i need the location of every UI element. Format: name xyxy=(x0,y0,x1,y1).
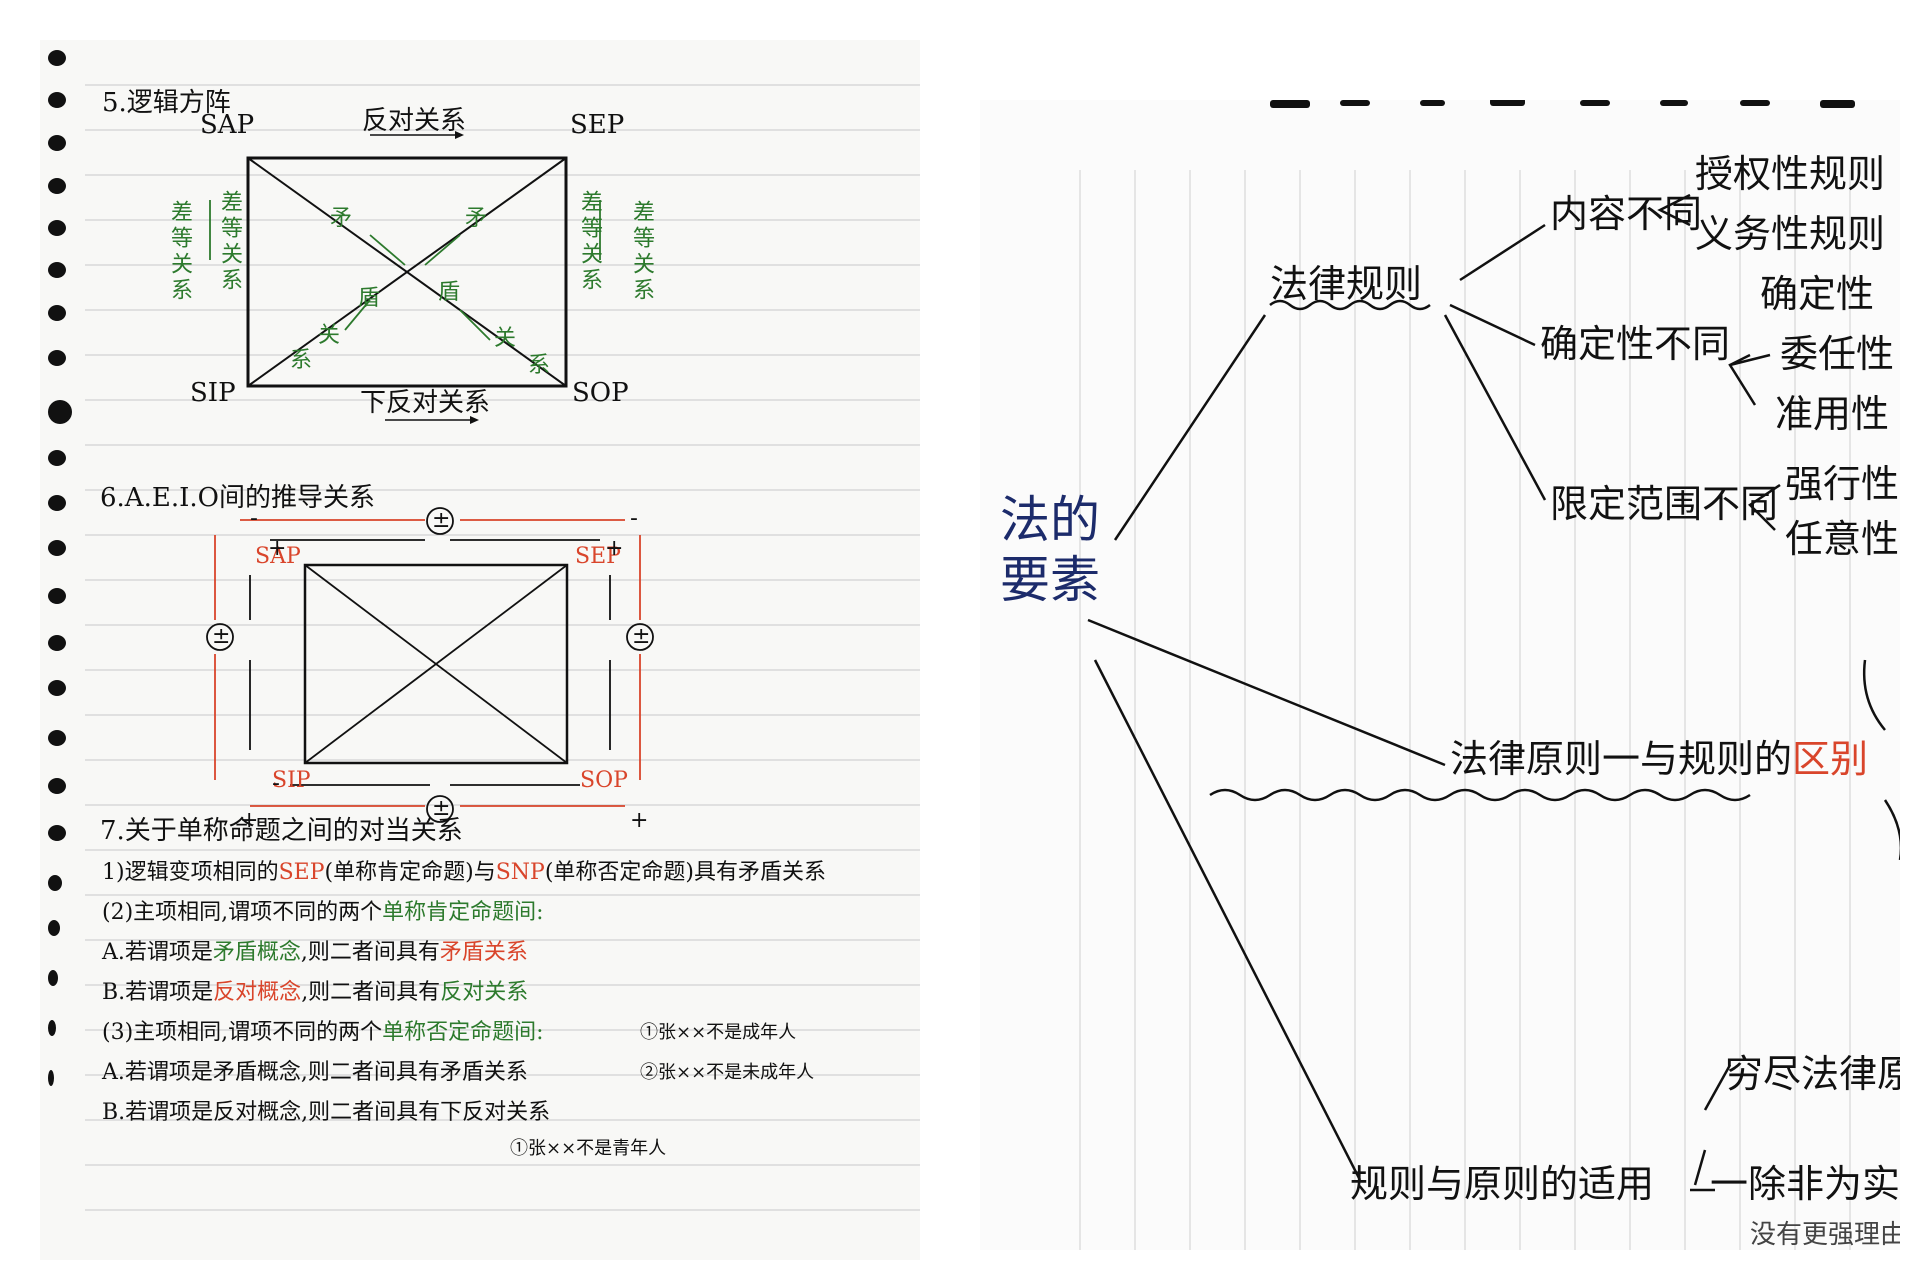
leaf-quasi: 准用性 xyxy=(1775,392,1890,436)
sec7-line3: A.若谓项是矛盾概念,则二者间具有矛盾关系 xyxy=(102,940,528,965)
sign-minus-tr: - xyxy=(630,506,638,531)
diag-label-guan-2: 关 xyxy=(494,326,517,351)
contrary-label: 反对关系 xyxy=(362,106,467,136)
sec7-side-note-2: ②张××不是未成年人 xyxy=(640,1062,815,1083)
corner-sip: SIP xyxy=(190,378,236,408)
corner2-sip: SIP xyxy=(272,768,311,793)
left-subaltern-a: 差等关系 xyxy=(167,200,192,304)
node-scope-diff: 限定范围不同 xyxy=(1550,482,1779,526)
corner2-sep: SEP xyxy=(575,544,621,569)
sec7-side-note-3: ①张××不是青年人 xyxy=(510,1138,667,1159)
sign-minus-tl: - xyxy=(250,506,258,531)
sec7-line7: B.若谓项是反对概念,则二者间具有下反对关系 xyxy=(102,1100,551,1125)
left-subaltern-b: 差等关系 xyxy=(217,190,242,294)
diag-label-dun-1: 盾 xyxy=(358,286,381,311)
leaf-authorizing: 授权性规则 xyxy=(1695,152,1886,196)
diag-label-guan-1: 关 xyxy=(318,323,341,348)
pm-left: ± xyxy=(212,624,231,649)
inference-square-diagram xyxy=(206,507,654,823)
pm-bottom: ± xyxy=(432,796,451,821)
section6-title: 6.A.E.I.O间的推导关系 xyxy=(100,483,375,513)
node-legal-rules: 法律规则 xyxy=(1270,262,1423,306)
sec7-line2: (2)主项相同,谓项不同的两个单称肯定命题间: xyxy=(102,900,544,925)
leaf-mandatory: 强行性 xyxy=(1785,462,1900,506)
left-notebook-page: 5.逻辑方阵 SAP SEP SIP SOP 反对关系 下反对关系 差等关系 差… xyxy=(40,40,920,1260)
pm-right: ± xyxy=(632,624,651,649)
leaf-obligatory: 义务性规则 xyxy=(1695,212,1886,256)
mindmap-root: 法的要素 xyxy=(1000,491,1100,609)
leaf-unless: 一除非为实现个 xyxy=(1710,1162,1900,1206)
section5-title: 5.逻辑方阵 xyxy=(102,88,231,118)
diag-label-dun-2: 盾 xyxy=(438,280,461,305)
sec7-line1: 1)逻辑变项相同的SEP(单称肯定命题)与SNP(单称否定命题)具有矛盾关系 xyxy=(102,860,826,885)
sign-plus-bl: + xyxy=(240,808,259,833)
section7-title: 7.关于单称命题之间的对当关系 xyxy=(100,816,463,846)
node-certainty-diff: 确定性不同 xyxy=(1540,322,1731,366)
sign-plus-tl: + xyxy=(268,536,287,561)
node-application: 规则与原则的适用 xyxy=(1350,1162,1655,1206)
sign-minus-bl: - xyxy=(272,771,280,796)
leaf-delegated: 委任性 xyxy=(1780,332,1895,376)
sec7-side-note-1: ①张××不是成年人 xyxy=(640,1022,797,1043)
leaf-certain: 确定性 xyxy=(1760,272,1875,316)
node-legal-principles: 法律原则一与规则的区别 xyxy=(1450,737,1869,781)
leaf-discretionary: 任意性 xyxy=(1785,517,1900,561)
subcontrary-label: 下反对关系 xyxy=(360,388,491,418)
right-subaltern-b: 差等关系 xyxy=(629,200,654,304)
sec7-line5: (3)主项相同,谓项不同的两个单称否定命题间: xyxy=(102,1020,544,1045)
corner-sop: SOP xyxy=(572,378,629,408)
corner2-sap: SAP xyxy=(255,544,301,569)
diag-label-xi-2: 系 xyxy=(528,353,551,378)
mind-map-connectors xyxy=(1087,100,1900,1192)
sign-plus-br: + xyxy=(630,808,649,833)
right-notebook-page: 法的要素 法律规则 内容不同 授权性规则 义务性规则 确定性不同 确定性 委任性… xyxy=(980,100,1900,1250)
leaf-exhaust: 穷尽法律原则 xyxy=(1725,1052,1900,1096)
leaf-no-reason: 没有更强理由 xyxy=(1750,1220,1900,1250)
logic-square-diagram xyxy=(209,131,601,424)
ruled-lines xyxy=(85,84,920,1211)
pm-top: ± xyxy=(432,508,451,533)
corner2-sop: SOP xyxy=(580,768,628,793)
diag-label-xi-1: 系 xyxy=(290,348,313,373)
diag-label-mao-2: 矛 xyxy=(465,206,488,231)
right-subaltern-a: 差等关系 xyxy=(577,190,602,294)
sec7-line6: A.若谓项是矛盾概念,则二者间具有矛盾关系 xyxy=(102,1060,528,1085)
node-content-diff: 内容不同 xyxy=(1550,192,1703,236)
corner-sep: SEP xyxy=(570,110,625,140)
sec7-line4: B.若谓项是反对概念,则二者间具有反对关系 xyxy=(102,980,529,1005)
spiral-binding-holes xyxy=(40,40,80,1260)
sign-plus-tr: + xyxy=(605,536,624,561)
diag-label-mao-1: 矛 xyxy=(330,206,353,231)
corner-sap: SAP xyxy=(200,110,255,140)
